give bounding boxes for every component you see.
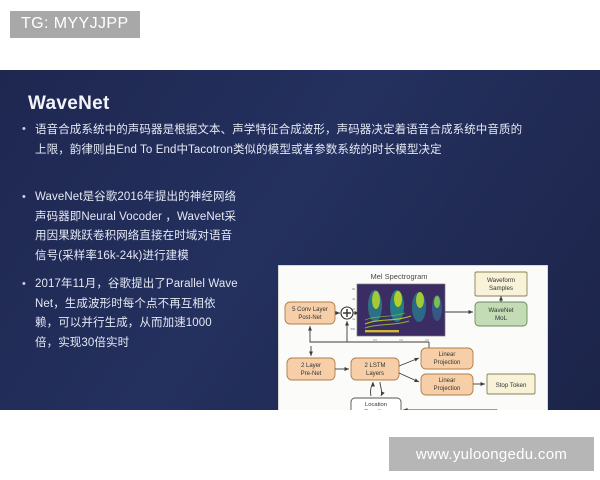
tacotron2-architecture-diagram: Mel Spectrogram [278, 265, 548, 410]
block-label-line: 5 Conv Layer [292, 307, 328, 313]
bullet-line: 倍，实现30倍实时 [35, 336, 130, 349]
block-label-line: Projection [434, 386, 461, 392]
bullet-line: Net，生成波形时每个点不再互相依 [35, 297, 216, 310]
diagram-block-pre-net: 2 Layer Pre-Net [286, 357, 336, 381]
bullet-item-parallel-wavenet: • 2017年11月，谷歌提出了Parallel Wave Net，生成波形时每… [22, 275, 277, 353]
diagram-block-location-sensitive-attention: Location Sensitive Attention [350, 397, 402, 410]
presentation-slide: WaveNet • 语音合成系统中的声码器是根据文本、声学特征合成波形，声码器决… [0, 70, 600, 410]
bullet-list-left: • WaveNet是谷歌2016年提出的神经网络 声码器即Neural Voco… [22, 188, 277, 362]
mel-spectrogram-caption: Mel Spectrogram [370, 272, 427, 281]
svg-text:4k: 4k [352, 297, 355, 301]
bullet-dot-icon: • [22, 123, 26, 135]
bullet-item-wavenet: • WaveNet是谷歌2016年提出的神经网络 声码器即Neural Voco… [22, 188, 277, 266]
bullet-line: 赖，可以并行生成，从而加速1000 [35, 317, 212, 329]
block-label-line: Post-Net [298, 315, 322, 321]
svg-text:0.5: 0.5 [373, 338, 377, 342]
diagram-block-lstm-layers: 2 LSTM Layers [350, 357, 400, 381]
bullet-item-vocoder: • 语音合成系统中的声码器是根据文本、声学特征合成波形，声码器决定着语音合成系统… [22, 120, 578, 160]
svg-text:8k: 8k [352, 287, 355, 291]
block-label-line: Layers [366, 371, 384, 377]
bullet-line: 2017年11月，谷歌提出了Parallel Wave [35, 278, 238, 290]
block-label-line: Sensitive [364, 409, 388, 410]
block-label-line: Pre-Net [301, 371, 322, 377]
bullet-line: 信号(采样率16k-24k)进行建模 [35, 249, 189, 262]
diagram-sum-operator [340, 306, 354, 320]
block-label-line: 2 LSTM [364, 363, 385, 369]
bullet-line: 语音合成系统中的声码器是根据文本、声学特征合成波形，声码器决定着语音合成系统中音… [35, 124, 523, 136]
svg-text:1k: 1k [352, 317, 355, 321]
block-label-line: Waveform [487, 277, 515, 284]
diagram-block-linear-projection-bottom: Linear Projection [420, 373, 474, 396]
svg-text:1.0: 1.0 [399, 338, 403, 342]
bullet-dot-icon: • [22, 191, 26, 203]
diagram-block-linear-projection-top: Linear Projection [420, 347, 474, 370]
block-label-line: Stop Token [496, 382, 527, 389]
block-label-line: Samples [489, 285, 513, 292]
svg-text:500: 500 [351, 327, 356, 331]
bullet-line: 声码器即Neural Vocoder ，WaveNet采 [35, 210, 237, 223]
bullet-line: 上限，韵律则由End To End中Tacotron类似的模型或者参数系统的时长… [35, 144, 442, 156]
mel-spectrogram-image: 8k 4k 2k 1k 500 0.5 1.0 1.5 [351, 283, 446, 342]
bullet-line: WaveNet是谷歌2016年提出的神经网络 [35, 191, 237, 203]
diagram-block-waveform-samples: Waveform Samples [474, 271, 528, 297]
block-label-line: Linear [439, 352, 456, 358]
bullet-text-vocoder: 语音合成系统中的声码器是根据文本、声学特征合成波形，声码器决定着语音合成系统中音… [35, 120, 522, 160]
site-watermark: www.yuloongedu.com [389, 437, 594, 471]
bullet-text-wavenet: WaveNet是谷歌2016年提出的神经网络 声码器即Neural Vocode… [35, 188, 236, 266]
block-label-line: 2 Layer [301, 363, 321, 369]
svg-text:2k: 2k [352, 307, 355, 311]
block-label-line: MoL [495, 315, 508, 322]
slide-title: WaveNet [28, 93, 110, 114]
block-label-line: WaveNet [488, 307, 513, 314]
diagram-block-wavenet-mol: WaveNet MoL [474, 301, 528, 327]
bullet-list-wide: • 语音合成系统中的声码器是根据文本、声学特征合成波形，声码器决定着语音合成系统… [22, 120, 578, 169]
block-label-line: Linear [439, 378, 456, 384]
bullet-text-parallel-wavenet: 2017年11月，谷歌提出了Parallel Wave Net，生成波形时每个点… [35, 275, 238, 353]
bullet-dot-icon: • [22, 278, 26, 290]
block-label-line: Location [365, 402, 387, 408]
svg-text:1.5: 1.5 [425, 338, 429, 342]
telegram-watermark: TG: MYYJJPP [10, 11, 140, 39]
diagram-block-stop-token: Stop Token [486, 373, 536, 395]
block-label-line: Projection [434, 360, 461, 366]
bullet-line: 用因果跳跃卷积网络直接在时域对语音 [35, 230, 233, 242]
diagram-block-post-net: 5 Conv Layer Post-Net [284, 301, 336, 325]
